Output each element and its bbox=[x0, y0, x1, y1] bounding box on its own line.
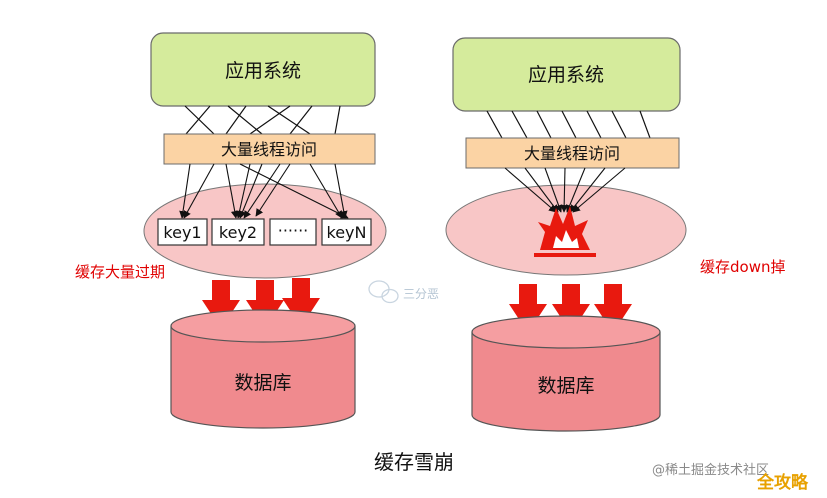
center-watermark: 三分恶 bbox=[368, 280, 439, 304]
key-label: keyN bbox=[327, 223, 367, 242]
right-app-label: 应用系统 bbox=[528, 64, 604, 86]
right-panel: 应用系统 大量线程访问 bbox=[445, 37, 785, 432]
left-cache-ellipse bbox=[143, 183, 387, 279]
left-thread-arrows bbox=[179, 163, 349, 219]
right-thread-bar: 大量线程访问 bbox=[465, 137, 680, 169]
key-box: keyN bbox=[321, 218, 372, 246]
right-database-label: 数据库 bbox=[537, 375, 594, 397]
left-database-label: 数据库 bbox=[234, 372, 291, 394]
diagram-caption: 缓存雪崩 bbox=[374, 450, 454, 474]
right-down-note: 缓存down掉 bbox=[700, 258, 785, 276]
left-thread-bar: 大量线程访问 bbox=[163, 133, 376, 165]
left-red-arrows bbox=[202, 278, 320, 329]
explosion-icon bbox=[534, 206, 596, 257]
left-expire-note: 缓存大量过期 bbox=[75, 263, 165, 281]
footer-watermark: @稀土掘金技术社区 bbox=[652, 462, 769, 478]
right-thread-arrows bbox=[504, 167, 626, 213]
right-red-arrows bbox=[509, 284, 632, 333]
left-key-boxes: key1 key2 ······ keyN bbox=[157, 218, 372, 246]
right-database: 数据库 bbox=[471, 315, 661, 432]
right-thread-label: 大量线程访问 bbox=[524, 144, 620, 163]
left-thread-label: 大量线程访问 bbox=[221, 140, 317, 159]
left-panel: 应用系统 大量线程访问 bbox=[75, 32, 387, 429]
left-database: 数据库 bbox=[170, 309, 356, 429]
brand-logo-text: 全攻略 bbox=[756, 472, 809, 493]
key-box: ······ bbox=[269, 218, 317, 246]
key-ellipsis: ······ bbox=[278, 221, 309, 240]
left-thread-lines-top bbox=[184, 105, 341, 135]
right-thread-lines-top bbox=[486, 110, 651, 139]
key-label: key2 bbox=[219, 223, 257, 242]
left-app-label: 应用系统 bbox=[225, 60, 301, 82]
key-label: key1 bbox=[163, 223, 201, 242]
key-box: key2 bbox=[211, 218, 265, 246]
right-app-box: 应用系统 bbox=[452, 37, 681, 112]
left-app-box: 应用系统 bbox=[150, 32, 376, 107]
key-box: key1 bbox=[157, 218, 208, 246]
wechat-icon bbox=[368, 280, 399, 304]
watermark-text: 三分恶 bbox=[403, 287, 439, 301]
